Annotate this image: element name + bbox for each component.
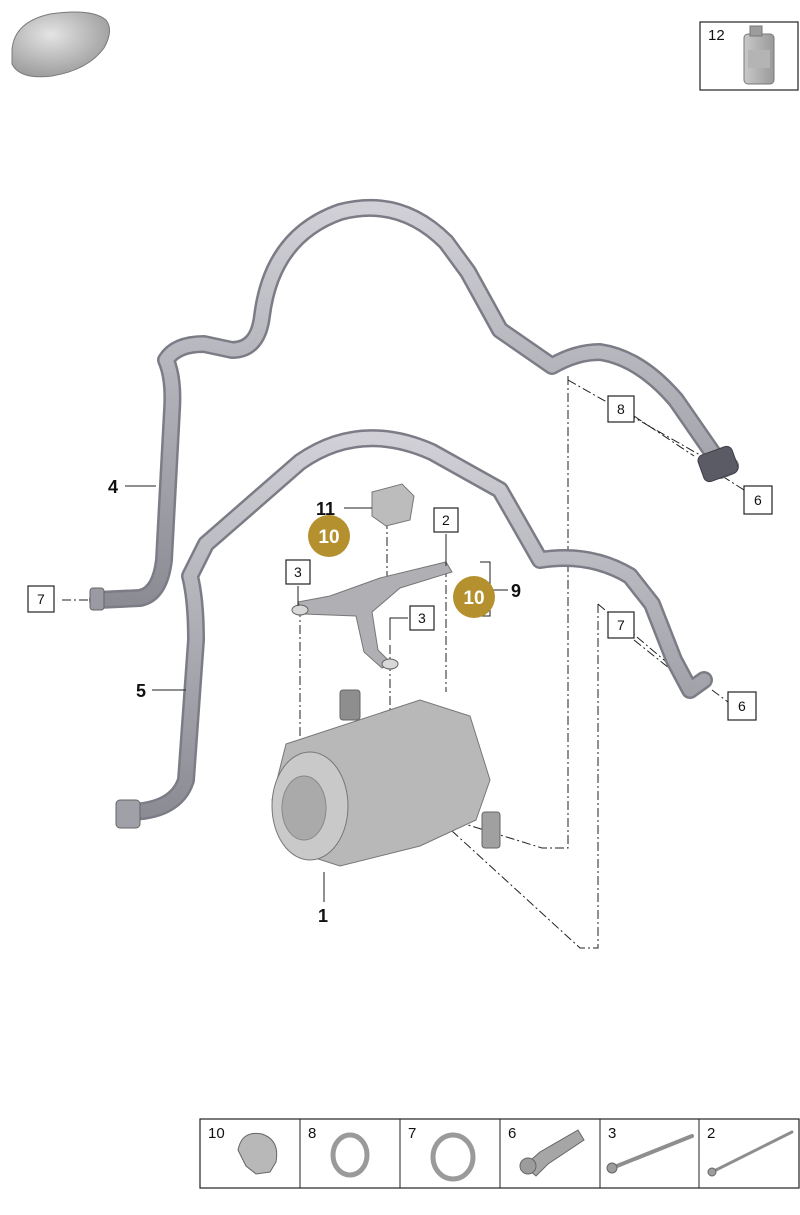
callout-7b: 7	[617, 617, 625, 633]
callout-box-3a: 3	[285, 559, 311, 585]
callout-6a: 6	[754, 492, 762, 508]
callout-7a: 7	[37, 591, 45, 607]
oil-bottle-icon	[743, 25, 775, 85]
callout-box-3b: 3	[409, 605, 435, 631]
clip-11	[371, 483, 415, 527]
bracket-9	[291, 561, 453, 670]
bolt-2-icon	[707, 1130, 794, 1177]
hose-5	[115, 429, 713, 829]
callout-10b: 10	[463, 588, 484, 609]
callout-box-7b: 7	[607, 611, 635, 639]
callout-3b: 3	[418, 610, 426, 626]
compressor-1	[271, 689, 501, 867]
clip-10-icon	[237, 1132, 278, 1175]
badge-10b: 10	[453, 576, 495, 618]
callout-3a: 3	[294, 564, 302, 580]
o-ring-7-icon	[430, 1132, 476, 1182]
parts-legend: 10 8 7 6 3	[199, 1118, 800, 1189]
legend-label-6: 6	[508, 1125, 516, 1142]
callout-8: 8	[617, 401, 625, 417]
legend-cell-2: 2	[707, 1125, 794, 1177]
callout-box-7a: 7	[27, 585, 55, 613]
legend-cell-7: 7	[408, 1125, 476, 1182]
callout-6b: 6	[738, 698, 746, 714]
legend-label-2: 2	[707, 1125, 715, 1142]
legend-label-8: 8	[308, 1125, 316, 1142]
callout-5: 5	[136, 681, 146, 701]
leader-lines	[125, 485, 508, 902]
bolt-6-icon	[519, 1129, 585, 1177]
part-12-box: 12	[699, 21, 799, 91]
badge-10a: 10	[308, 515, 350, 557]
legend-cell-6: 6	[508, 1125, 585, 1177]
callout-10a: 10	[318, 527, 339, 548]
callout-12: 12	[708, 27, 725, 44]
callout-4: 4	[108, 477, 118, 497]
legend-label-7: 7	[408, 1125, 416, 1142]
callout-11: 11	[316, 499, 335, 519]
callout-box-2: 2	[433, 507, 459, 533]
callout-box-8: 8	[607, 395, 635, 423]
cover-cap-icon	[11, 11, 110, 78]
legend-label-3: 3	[608, 1125, 616, 1142]
legend-cell-3: 3	[606, 1125, 694, 1174]
hose-4	[89, 198, 739, 611]
callout-9: 9	[511, 581, 521, 601]
callout-2: 2	[442, 512, 450, 528]
bolt-3-icon	[606, 1134, 694, 1174]
legend-cell-8: 8	[308, 1125, 370, 1178]
o-ring-8-icon	[330, 1132, 370, 1178]
callout-box-6a: 6	[743, 485, 773, 515]
legend-cell-10: 10	[208, 1125, 278, 1175]
callout-1: 1	[318, 906, 328, 926]
callout-box-6b: 6	[727, 691, 757, 721]
legend-label-10: 10	[208, 1125, 225, 1142]
